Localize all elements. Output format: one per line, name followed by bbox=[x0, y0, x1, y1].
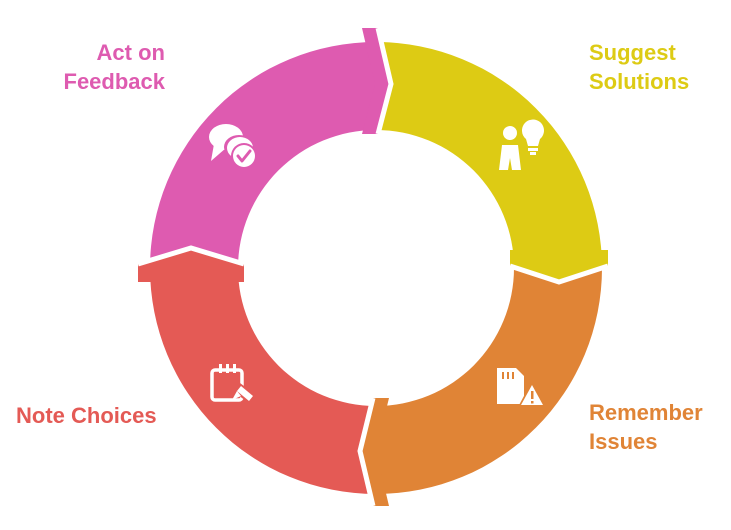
segment-remember-issues bbox=[376, 268, 602, 494]
segment-suggest-solutions bbox=[376, 42, 602, 268]
label-remember-line-2: Issues bbox=[589, 429, 658, 454]
chat-bubbles-check-icon bbox=[209, 124, 257, 169]
person-lightbulb-icon bbox=[499, 119, 544, 170]
label-suggest-line-1: Suggest bbox=[589, 40, 676, 65]
arrow-pink-to-yellow bbox=[362, 27, 394, 135]
label-act-line-1: Act on bbox=[96, 40, 165, 65]
label-remember-issues: Remember Issues bbox=[589, 398, 703, 456]
label-act-on-feedback: Act on Feedback bbox=[64, 38, 166, 96]
label-suggest-solutions: Suggest Solutions bbox=[589, 38, 689, 96]
arrow-yellow-to-orange bbox=[509, 250, 609, 285]
notepad-pencil-icon bbox=[210, 364, 256, 404]
arrow-red-to-pink bbox=[137, 245, 245, 282]
label-remember-line-1: Remember bbox=[589, 400, 703, 425]
segment-act-on-feedback bbox=[150, 42, 376, 268]
segment-note-choices bbox=[150, 268, 376, 494]
arrow-orange-to-red bbox=[357, 397, 389, 507]
label-note-choices: Note Choices bbox=[16, 401, 157, 430]
label-act-line-2: Feedback bbox=[63, 69, 166, 94]
label-note-line-1: Note Choices bbox=[16, 403, 157, 428]
memory-card-warning-icon bbox=[497, 368, 546, 407]
label-suggest-line-2: Solutions bbox=[589, 69, 690, 94]
